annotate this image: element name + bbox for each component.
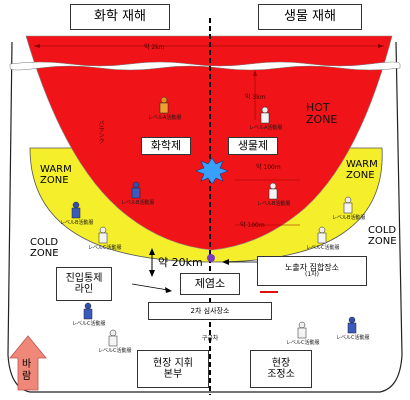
hot-depth-arrow: [253, 70, 257, 120]
worker-tag-hot-left: レベルA活動服: [148, 115, 182, 121]
warm-zone-right-label: WARM ZONE: [346, 159, 378, 181]
cold-distance-arrow: [149, 248, 155, 277]
decon-point-marker: [207, 254, 215, 262]
distance-top: 약 2km: [144, 44, 165, 51]
exposure-area-title: 노출자 집합장소: [284, 262, 340, 272]
release-burst: [195, 157, 229, 185]
distance-warm-1: 약 100m: [256, 164, 281, 171]
worker-bottom-mid: [108, 329, 118, 347]
field-coordination-post: 현장 조정소: [250, 350, 312, 388]
warm-zone-left-label: WARM ZONE: [40, 164, 72, 186]
chemical-agent-label: 화학제: [141, 137, 191, 155]
worker-bottom-left: [83, 302, 93, 320]
exposure-gathering-area: 노출자 집합장소 (1차): [257, 256, 367, 286]
worker-bottom-right2: [347, 316, 357, 334]
distance-hot: 약 3km: [245, 94, 266, 101]
worker-tag-bottom-left: レベルC活動服: [72, 321, 106, 327]
worker-tag-warm-left: レベルB活動服: [60, 220, 94, 226]
decontamination-station: 제염소: [180, 273, 240, 295]
wind-arrow: [9, 335, 47, 391]
wind-vertical-small: バランク: [97, 120, 104, 144]
distance-warm-2: 약 100m: [240, 222, 265, 229]
header-chemical: 화학 재해: [70, 4, 170, 30]
worker-tag-bottom-mid: レベルC活動服: [98, 348, 132, 354]
worker-blue-warm: [71, 201, 81, 219]
worker-white-right: [268, 182, 278, 200]
worker-white-hot: [260, 106, 270, 124]
entry-control-line: 진입통제 라인: [56, 267, 112, 301]
ambulance: 구급차: [201, 334, 219, 342]
worker-tag-bottom-right1: レベルC活動服: [286, 340, 320, 346]
entry-pointer: [131, 283, 169, 291]
worker-tag-hot-right: レベルA活動服: [249, 125, 283, 131]
field-command-hq: 현장 지휘 본부: [137, 350, 209, 388]
worker-orange: [159, 96, 169, 114]
worker-blue-left: [131, 181, 141, 199]
exposure-area-sub: (1차): [304, 271, 320, 279]
biological-agent-label: 생물제: [228, 137, 278, 155]
cold-zone-right-label: COLD ZONE: [368, 225, 397, 247]
worker-tag-left-mid: レベルB活動服: [121, 200, 155, 206]
worker-tag-cold-right: レベルC活動服: [306, 245, 340, 251]
cold-zone-left-label: COLD ZONE: [30, 237, 59, 259]
worker-white-warm: [343, 196, 353, 214]
worker-tag-right-mid: レベルB活動服: [257, 201, 291, 207]
header-biological: 생물 재해: [258, 4, 362, 30]
worker-tag-cold-left: レベルC活動服: [88, 245, 122, 251]
worker-tag-warm-right: レベルB活動服: [332, 215, 366, 221]
worker-bottom-right1: [297, 321, 307, 339]
warm-distance-arrow: [235, 179, 300, 226]
secondary-exam-area: 2차 심사장소: [148, 302, 272, 320]
cold-distance-label: 약 20km: [158, 256, 203, 269]
wind-wave-band: [9, 61, 401, 71]
worker-tag-bottom-right2: レベルC活動服: [336, 335, 370, 341]
worker-white-cold1: [98, 226, 108, 244]
wind-label: 바 람: [22, 359, 32, 382]
worker-white-cold2: [317, 226, 327, 244]
worker-figures: [71, 96, 357, 347]
hot-zone-label: HOT ZONE: [306, 101, 338, 126]
